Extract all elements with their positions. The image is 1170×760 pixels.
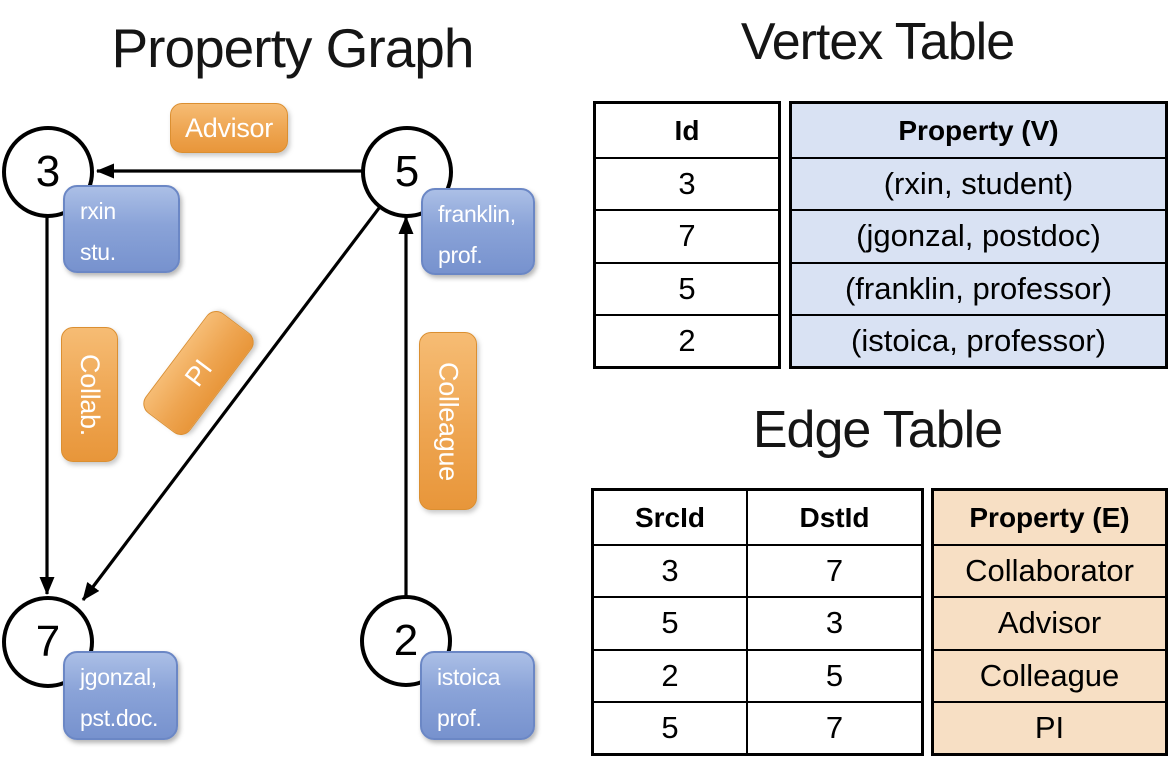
dstid-cell: 7 — [825, 553, 844, 589]
table-row: 5 — [596, 261, 778, 314]
vertex-property-box-jgonzal: jgonzal, pst.doc. — [63, 651, 178, 740]
table-header-row: SrcId DstId — [594, 491, 921, 545]
edge-label-collab: Collab. — [61, 327, 118, 462]
srcid-header-cell: SrcId — [594, 491, 748, 545]
table-row: 2 5 — [594, 648, 921, 701]
id-cell: 3 — [678, 166, 696, 202]
edge-property-cell: Collaborator — [965, 553, 1134, 589]
property-cell: (rxin, student) — [883, 166, 1074, 202]
dstid-cell: 5 — [825, 657, 844, 693]
table-header-row: Property (E) — [934, 491, 1165, 544]
vertex-node-2: 2 — [360, 595, 452, 687]
table-row: Advisor — [934, 596, 1165, 648]
edge-property-cell: PI — [1034, 709, 1065, 745]
vertex-table-title: Vertex Table — [740, 13, 1015, 71]
table-row: (jgonzal, postdoc) — [792, 209, 1165, 261]
id-header-cell: Id — [674, 114, 700, 146]
property-line: pst.doc. — [80, 704, 159, 731]
vertex-node-5: 5 — [361, 126, 453, 218]
property-v-header-cell: Property (V) — [898, 114, 1059, 146]
table-header-row: Id — [596, 104, 778, 157]
table-row: 5 7 — [594, 700, 921, 754]
table-row: 3 — [596, 157, 778, 209]
vertex-property-box-franklin: franklin, prof. — [421, 188, 535, 275]
property-cell: (istoica, professor) — [851, 322, 1106, 358]
edge-table-title: Edge Table — [752, 401, 1003, 459]
id-cell: 7 — [678, 218, 696, 254]
property-line: franklin, — [438, 201, 516, 227]
property-line: stu. — [80, 238, 116, 265]
srcid-cell: 3 — [594, 546, 748, 597]
table-row: 7 — [596, 209, 778, 261]
table-row: 3 7 — [594, 544, 921, 597]
edge-table-property-column: Property (E) Collaborator Advisor Collea… — [931, 488, 1168, 756]
property-line: prof. — [438, 241, 483, 268]
vertex-property-box-istoica: istoica prof. — [420, 651, 535, 740]
table-row: (franklin, professor) — [792, 261, 1165, 314]
vertex-property-box-rxin: rxin stu. — [63, 185, 180, 273]
edge-5-to-7-pi-arrow — [81, 170, 409, 601]
table-row: (rxin, student) — [792, 157, 1165, 209]
table-row: PI — [934, 700, 1165, 753]
id-cell: 2 — [678, 322, 696, 358]
vertex-table-property-column: Property (V) (rxin, student) (jgonzal, p… — [789, 101, 1168, 369]
edge-label-colleague: Colleague — [419, 332, 477, 510]
dstid-header-cell: DstId — [799, 501, 870, 533]
srcid-cell: 5 — [594, 702, 748, 754]
vertex-id: 7 — [35, 617, 61, 666]
property-cell: (jgonzal, postdoc) — [856, 218, 1101, 254]
edge-table-id-columns: SrcId DstId 3 7 5 3 2 5 5 7 — [591, 488, 924, 756]
table-row: 2 — [596, 313, 778, 366]
property-line: prof. — [437, 704, 482, 731]
property-line: istoica — [437, 664, 501, 690]
vertex-id: 2 — [393, 616, 419, 665]
table-row: (istoica, professor) — [792, 313, 1165, 366]
edge-property-cell: Colleague — [979, 657, 1120, 693]
edge-property-cell: Advisor — [997, 605, 1102, 641]
dstid-cell: 7 — [825, 709, 844, 745]
graph-edges-layer — [39, 163, 414, 641]
property-line: jgonzal, — [80, 664, 157, 690]
vertex-id: 3 — [35, 147, 61, 196]
table-row: Colleague — [934, 648, 1165, 701]
id-cell: 5 — [678, 270, 696, 306]
vertex-id: 5 — [394, 147, 420, 196]
property-graph-title: Property Graph — [111, 17, 474, 79]
table-row: 5 3 — [594, 596, 921, 649]
table-row: Collaborator — [934, 544, 1165, 596]
vertex-table-id-column: Id 3 7 5 2 — [593, 101, 781, 369]
table-header-row: Property (V) — [792, 104, 1165, 157]
property-line: rxin — [80, 198, 116, 224]
property-e-header-cell: Property (E) — [969, 501, 1130, 533]
property-cell: (franklin, professor) — [844, 270, 1113, 306]
srcid-cell: 5 — [594, 598, 748, 649]
dstid-cell: 3 — [825, 605, 844, 641]
srcid-cell: 2 — [594, 650, 748, 701]
edge-label-advisor: Advisor — [170, 103, 288, 153]
